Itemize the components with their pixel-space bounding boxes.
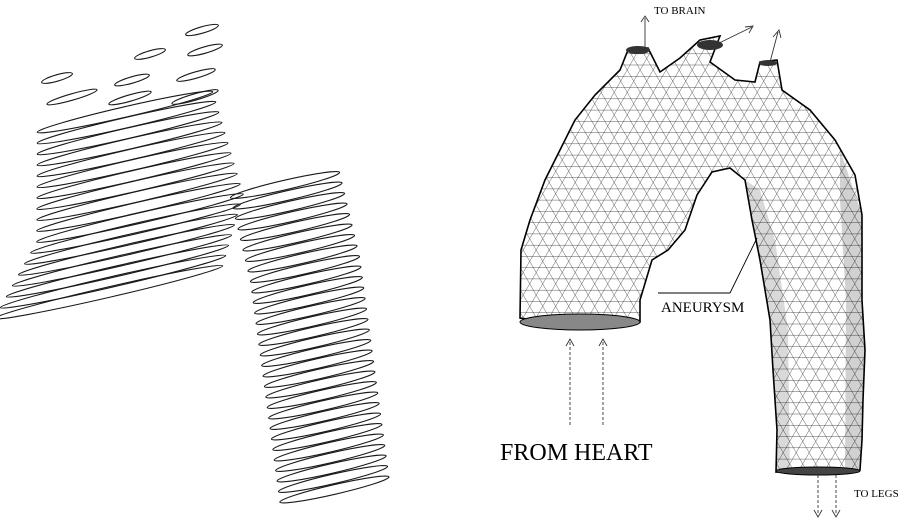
- to-brain-arrows: [641, 16, 781, 62]
- arch-contour-ellipse: [36, 148, 232, 203]
- to-legs-arrows: [814, 475, 840, 517]
- descending-contour-ellipse: [229, 168, 340, 203]
- label-to-brain: TO BRAIN: [654, 5, 705, 17]
- branch-cap-left: [626, 46, 650, 54]
- arch-contour-ellipse: [36, 169, 239, 225]
- branch-cap-middle: [697, 40, 723, 50]
- descending-contour-ellipse: [237, 199, 348, 234]
- descending-contour-ellipse: [263, 357, 374, 392]
- arch-contour-ellipse: [36, 138, 229, 192]
- from-heart-arrows: [566, 339, 607, 425]
- descending-contour-ellipse: [242, 220, 353, 255]
- descending-contour-ellipse: [251, 262, 362, 297]
- descending-contour-ellipse: [266, 378, 377, 413]
- arch-contour-ellipse: [17, 220, 235, 280]
- label-to-legs: TO LEGS: [854, 488, 899, 500]
- branch-contour-ellipse: [134, 47, 167, 62]
- arch-contour-ellipse: [0, 251, 227, 313]
- descending-contour-ellipse: [258, 315, 369, 350]
- branch-contour-ellipse: [185, 22, 219, 38]
- descending-contour-ellipse: [232, 178, 343, 213]
- descending-contour-ellipse: [262, 346, 373, 381]
- descending-contour-ellipse: [252, 273, 363, 308]
- mesh-triangle-lines: [234, 20, 916, 480]
- descending-contour-ellipse: [239, 210, 350, 245]
- branch-contour-ellipse: [108, 89, 152, 107]
- descending-contour-ellipse: [249, 252, 360, 287]
- branch-contour-ellipse: [187, 42, 223, 58]
- descending-contour-ellipse: [272, 420, 383, 455]
- branch-contour-ellipse: [46, 87, 98, 107]
- descending-contour-ellipse: [270, 409, 381, 444]
- arch-contour-ellipse: [0, 261, 224, 324]
- aorta-outline: [520, 36, 865, 472]
- branch-cap-right: [759, 60, 777, 66]
- descending-contour-ellipse: [254, 283, 365, 318]
- descending-contour-ellipse: [259, 325, 370, 360]
- descending-contour-ellipse: [265, 367, 376, 402]
- arch-contour-ellipse: [5, 240, 229, 301]
- triangular-surface-mesh: [234, 20, 916, 480]
- branch-contour-ellipse: [114, 72, 150, 88]
- descending-contour-ellipse: [275, 441, 386, 476]
- mesh-shading-inner: [745, 180, 790, 472]
- descending-contour-ellipse: [277, 462, 388, 497]
- descending-contour-ellipse: [276, 451, 387, 486]
- label-aneurysm: ANEURYSM: [661, 300, 744, 316]
- descending-contour-ellipse: [247, 241, 358, 276]
- cross-section-contours: [0, 22, 390, 507]
- descending-contour-ellipse: [256, 304, 367, 339]
- branch-contour-ellipse: [176, 66, 216, 83]
- descending-contour-ellipse: [279, 472, 390, 507]
- outlet-cap: [776, 467, 860, 475]
- inlet-cap: [520, 314, 640, 330]
- descending-contour-ellipse: [244, 231, 355, 266]
- label-from-heart: FROM HEART: [500, 440, 653, 466]
- descending-contour-ellipse: [234, 189, 345, 224]
- branch-contour-ellipse: [41, 71, 74, 86]
- arch-contour-ellipse: [11, 230, 232, 291]
- descending-contour-ellipse: [273, 430, 384, 465]
- descending-contour-ellipse: [261, 336, 372, 371]
- aneurysm-leader: [658, 238, 757, 293]
- descending-contour-ellipse: [269, 399, 380, 434]
- aorta-mesh-model: [234, 20, 916, 480]
- descending-contour-ellipse: [268, 388, 379, 423]
- arch-contour-ellipse: [36, 158, 236, 214]
- descending-contour-ellipse: [255, 294, 366, 329]
